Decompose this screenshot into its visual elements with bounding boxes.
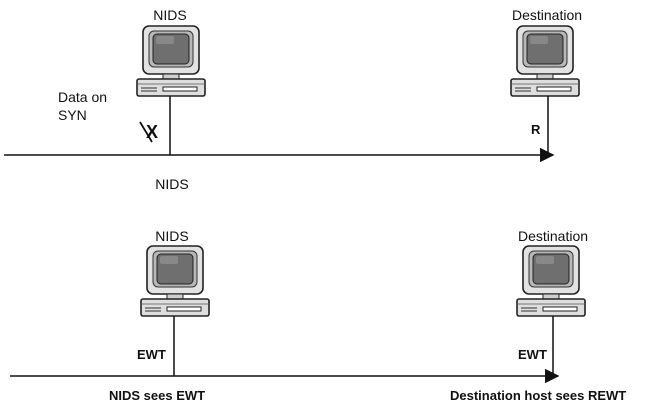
- packet-x-label: X: [146, 122, 158, 142]
- bottom-right-ewt-label: EWT: [518, 347, 547, 362]
- bottom-nids-label: NIDS: [155, 228, 188, 244]
- packet-r-label: R: [531, 122, 541, 137]
- nids-sees-caption: NIDS sees EWT: [109, 388, 205, 403]
- data-on-syn-label-line1: Data on: [58, 89, 107, 105]
- bottom-destination-computer-icon: [516, 245, 586, 317]
- top-destination-computer-icon: [510, 25, 580, 97]
- top-nids-computer-icon: [136, 25, 206, 97]
- packet-x-strike: [139, 121, 153, 143]
- top-destination-label: Destination: [512, 7, 582, 23]
- bottom-destination-label: Destination: [518, 228, 588, 244]
- top-below-nids-label: NIDS: [155, 176, 188, 192]
- destination-sees-caption: Destination host sees REWT: [450, 388, 626, 403]
- top-nids-label: NIDS: [153, 7, 186, 23]
- bottom-nids-computer-icon: [140, 245, 210, 317]
- data-on-syn-label-line2: SYN: [58, 107, 87, 123]
- bottom-left-ewt-label: EWT: [137, 347, 166, 362]
